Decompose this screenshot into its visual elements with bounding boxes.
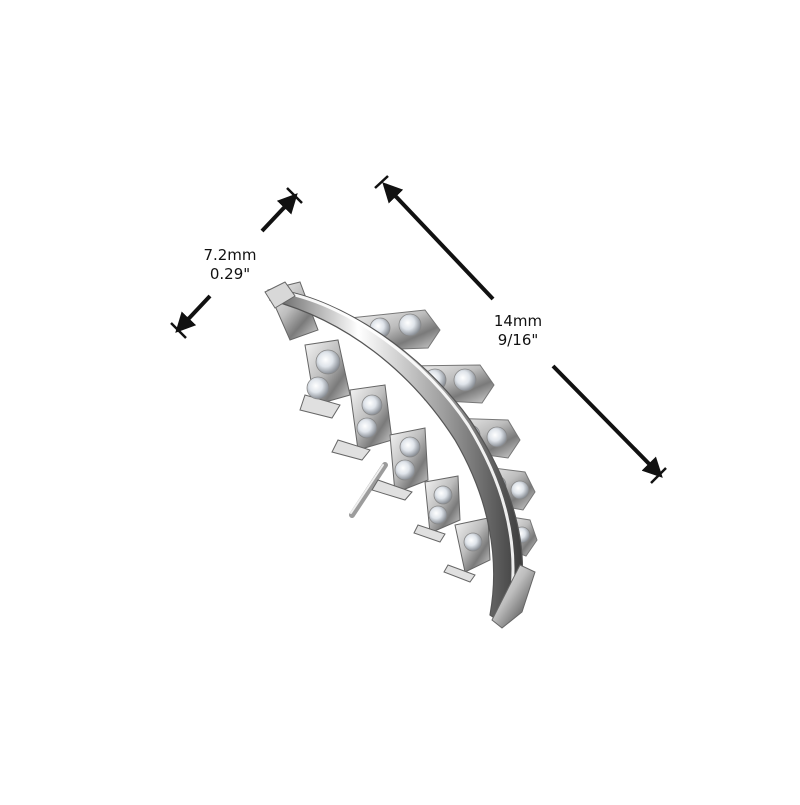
- central-stem: [264, 281, 536, 629]
- leaf-jewelry: [264, 281, 538, 629]
- gemstones: [306, 313, 531, 552]
- post-icon: [349, 462, 388, 518]
- width-metric: 7.2mm: [203, 246, 257, 264]
- width-dimension-label: 7.2mm 0.29": [190, 246, 270, 284]
- width-dimension-annotation: [170, 187, 303, 339]
- length-dimension-annotation: [374, 175, 667, 484]
- width-imperial: 0.29": [209, 265, 251, 283]
- length-metric: 14mm: [493, 312, 543, 330]
- length-imperial: 9/16": [497, 331, 539, 349]
- length-dimension-label: 14mm 9/16": [478, 312, 558, 350]
